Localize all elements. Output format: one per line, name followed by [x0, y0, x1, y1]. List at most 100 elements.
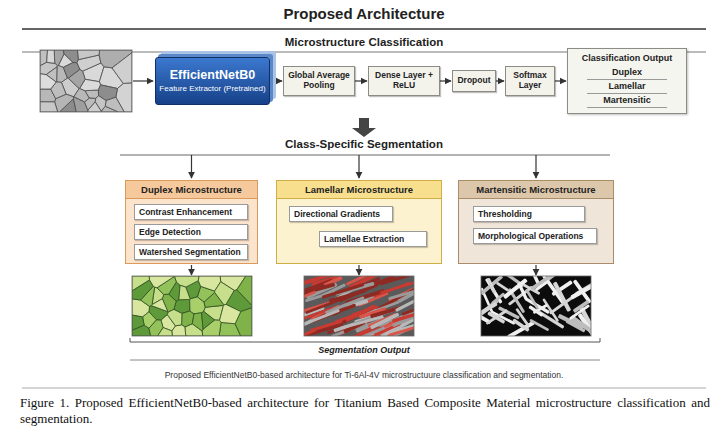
duplex-segmentation [132, 276, 252, 336]
martensitic-segmentation [481, 276, 591, 336]
grain [132, 280, 153, 300]
lath [304, 328, 317, 336]
output-heading: Segmentation Output [0, 345, 728, 355]
grain [190, 297, 206, 314]
grain [40, 74, 56, 89]
grain [215, 282, 235, 305]
grain [63, 50, 78, 63]
output-arrow [358, 265, 359, 275]
lath [487, 278, 497, 294]
lath [553, 281, 572, 311]
grain [149, 320, 163, 336]
grain [182, 311, 194, 327]
figure-caption: Figure 1. Proposed EfficientNetB0-based … [20, 395, 710, 428]
flow-arrow [496, 80, 504, 81]
lath [339, 315, 384, 330]
box-label: Softmax Layer [509, 71, 551, 91]
output-box: Classification OutputDuplexLamellarMarte… [567, 48, 687, 114]
lath [512, 318, 530, 332]
lath [370, 306, 400, 318]
grain [220, 304, 241, 323]
class-name: Duplex [587, 66, 667, 80]
box-label: Lamellar Microstructure [277, 181, 441, 199]
method-panel: Duplex MicrostructureContrast Enhancemen… [125, 180, 258, 264]
grain [112, 53, 132, 84]
output-arrow [191, 265, 192, 275]
down-arrow [352, 118, 376, 137]
title: Proposed Architecture [0, 5, 728, 22]
method-panel: Lamellar MicrostructureDirectional Gradi… [276, 180, 442, 264]
figure-rule [22, 388, 706, 389]
box-label: Lamellae Extraction [324, 234, 422, 244]
illustration [22, 29, 706, 388]
lath [496, 282, 510, 292]
box-label: Morphological Operations [478, 231, 592, 241]
image-frame [481, 276, 591, 336]
lath [304, 291, 316, 302]
lath [517, 282, 528, 301]
grain [132, 315, 144, 330]
figure-note: Proposed EfficientNetB0-based architectu… [0, 370, 728, 380]
section-heading: Microstructure Classification [0, 36, 728, 48]
grain [237, 276, 252, 306]
lath [528, 305, 543, 317]
step-box: Edge Detection [134, 224, 248, 240]
output-bracket [130, 338, 600, 342]
grain [54, 50, 64, 66]
step-box: Directional Gradients [289, 206, 393, 222]
flow-arrow [555, 80, 566, 81]
grain [179, 285, 190, 299]
branch-arrow [358, 155, 359, 178]
step-box: Watershed Segmentation [134, 244, 248, 260]
lath [388, 324, 414, 336]
branch-arrow [535, 155, 536, 178]
box-sublabel: Feature Extractor (Pretrained) [159, 84, 265, 93]
box-label: Directional Gradients [294, 209, 388, 219]
lath [570, 284, 591, 300]
lath [325, 296, 365, 314]
lath [529, 319, 549, 332]
step-box: Lamellae Extraction [319, 231, 427, 247]
layer-box: Softmax Layer [505, 66, 555, 96]
lath [566, 320, 586, 333]
box-label: Martensitic Microstructure [459, 181, 613, 199]
box-label: Edge Detection [139, 227, 243, 237]
grain [40, 102, 58, 112]
step-box: Thresholding [473, 206, 585, 222]
flow-arrow [440, 80, 451, 81]
grain [202, 311, 215, 329]
box-label: Duplex Microstructure [126, 181, 257, 199]
box-label: Dense Layer + ReLU [372, 71, 436, 91]
box-label: Contrast Enhancement [139, 207, 243, 217]
input-arrow [133, 80, 153, 81]
image-frame [40, 50, 132, 112]
lath [304, 309, 340, 328]
grain [47, 50, 55, 63]
box-label: Dropout [457, 76, 490, 86]
image-frame [304, 276, 414, 336]
method-panel: Martensitic MicrostructureThresholdingMo… [458, 180, 614, 264]
lath [322, 283, 365, 299]
box-label: Global Average Pooling [287, 71, 351, 91]
title-rule [22, 28, 706, 30]
lath [573, 300, 590, 313]
lath [395, 295, 414, 312]
class-name: Martensitic [587, 94, 667, 108]
step-box: Contrast Enhancement [134, 204, 248, 220]
grain [149, 276, 174, 288]
layer-box: Dense Layer + ReLU [368, 66, 440, 96]
section-rule [130, 360, 600, 361]
grain [85, 98, 96, 110]
image-frame [132, 276, 252, 336]
lath [486, 309, 509, 325]
lath [481, 276, 503, 295]
step-box: Morphological Operations [473, 228, 597, 244]
grain [95, 96, 106, 111]
flow-arrow [355, 80, 367, 81]
grain [167, 309, 182, 325]
section-heading: Class-Specific Segmentation [0, 138, 728, 150]
grain [105, 97, 124, 112]
grain [77, 50, 99, 60]
